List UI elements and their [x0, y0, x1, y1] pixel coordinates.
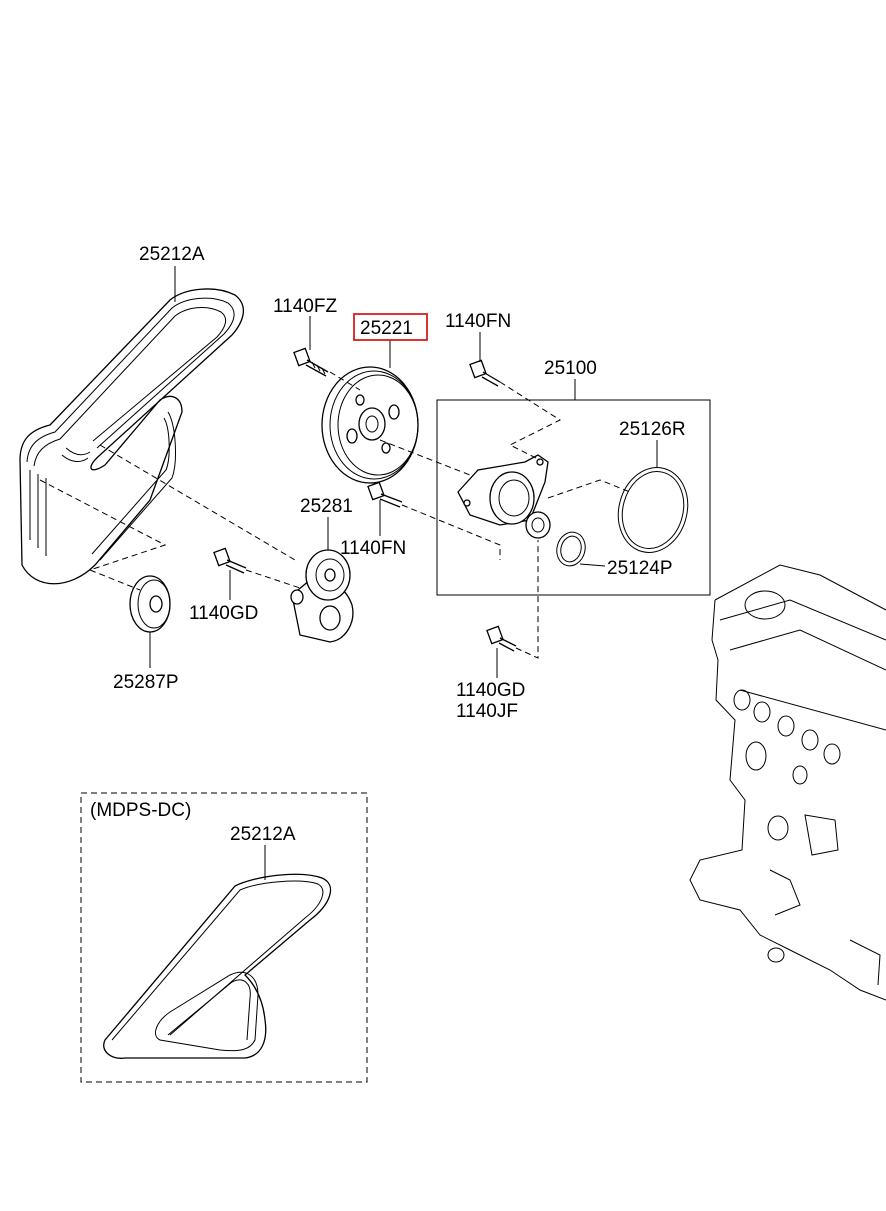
leader-lines [39, 371, 631, 659]
gasket-25124p[interactable] [553, 529, 589, 569]
idler-pulley[interactable] [129, 575, 171, 633]
bolt-1140gd-bottom[interactable] [486, 625, 517, 652]
belt-tensioner[interactable] [290, 549, 354, 643]
engine-block [689, 564, 886, 1001]
drive-belt-main[interactable] [19, 288, 244, 585]
water-pump-assembly[interactable] [436, 399, 711, 596]
drive-belt-variant[interactable] [103, 873, 332, 1059]
bolt-1140gd-left[interactable] [213, 547, 247, 574]
label-idler-25287p[interactable]: 25287P [113, 672, 179, 693]
label-bolt-1140fn-mid[interactable]: 1140FN [340, 538, 406, 559]
label-oring-25126r[interactable]: 25126R [619, 419, 686, 440]
bolt-1140fn-top[interactable] [469, 359, 501, 387]
label-tensioner-25281[interactable]: 25281 [300, 496, 353, 517]
highlight-box [353, 313, 428, 341]
label-bolt-1140gd-bottom[interactable]: 1140GD [456, 680, 525, 701]
label-bolt-1140jf[interactable]: 1140JF [456, 701, 518, 722]
label-bolt-1140fn-top[interactable]: 1140FN [445, 311, 511, 332]
label-belt-variant[interactable]: 25212A [230, 824, 296, 845]
variant-box-mdps-dc [80, 792, 368, 1083]
label-gasket-25124p[interactable]: 25124P [607, 558, 673, 579]
label-bolt-1140fz[interactable]: 1140FZ [273, 296, 337, 317]
label-pump-assy[interactable]: 25100 [544, 358, 597, 379]
bolt-1140fn-mid[interactable] [367, 481, 403, 508]
bolt-1140fz[interactable] [293, 347, 329, 377]
callout-leaders [149, 266, 658, 880]
label-bolt-1140gd-left[interactable]: 1140GD [189, 603, 258, 624]
crankshaft-pulley[interactable] [321, 366, 419, 484]
label-variant-title: (MDPS-DC) [90, 800, 191, 821]
label-pulley-25221[interactable]: 25221 [360, 318, 413, 339]
label-belt-main[interactable]: 25212A [139, 244, 205, 265]
o-ring-25126r[interactable] [609, 460, 697, 561]
